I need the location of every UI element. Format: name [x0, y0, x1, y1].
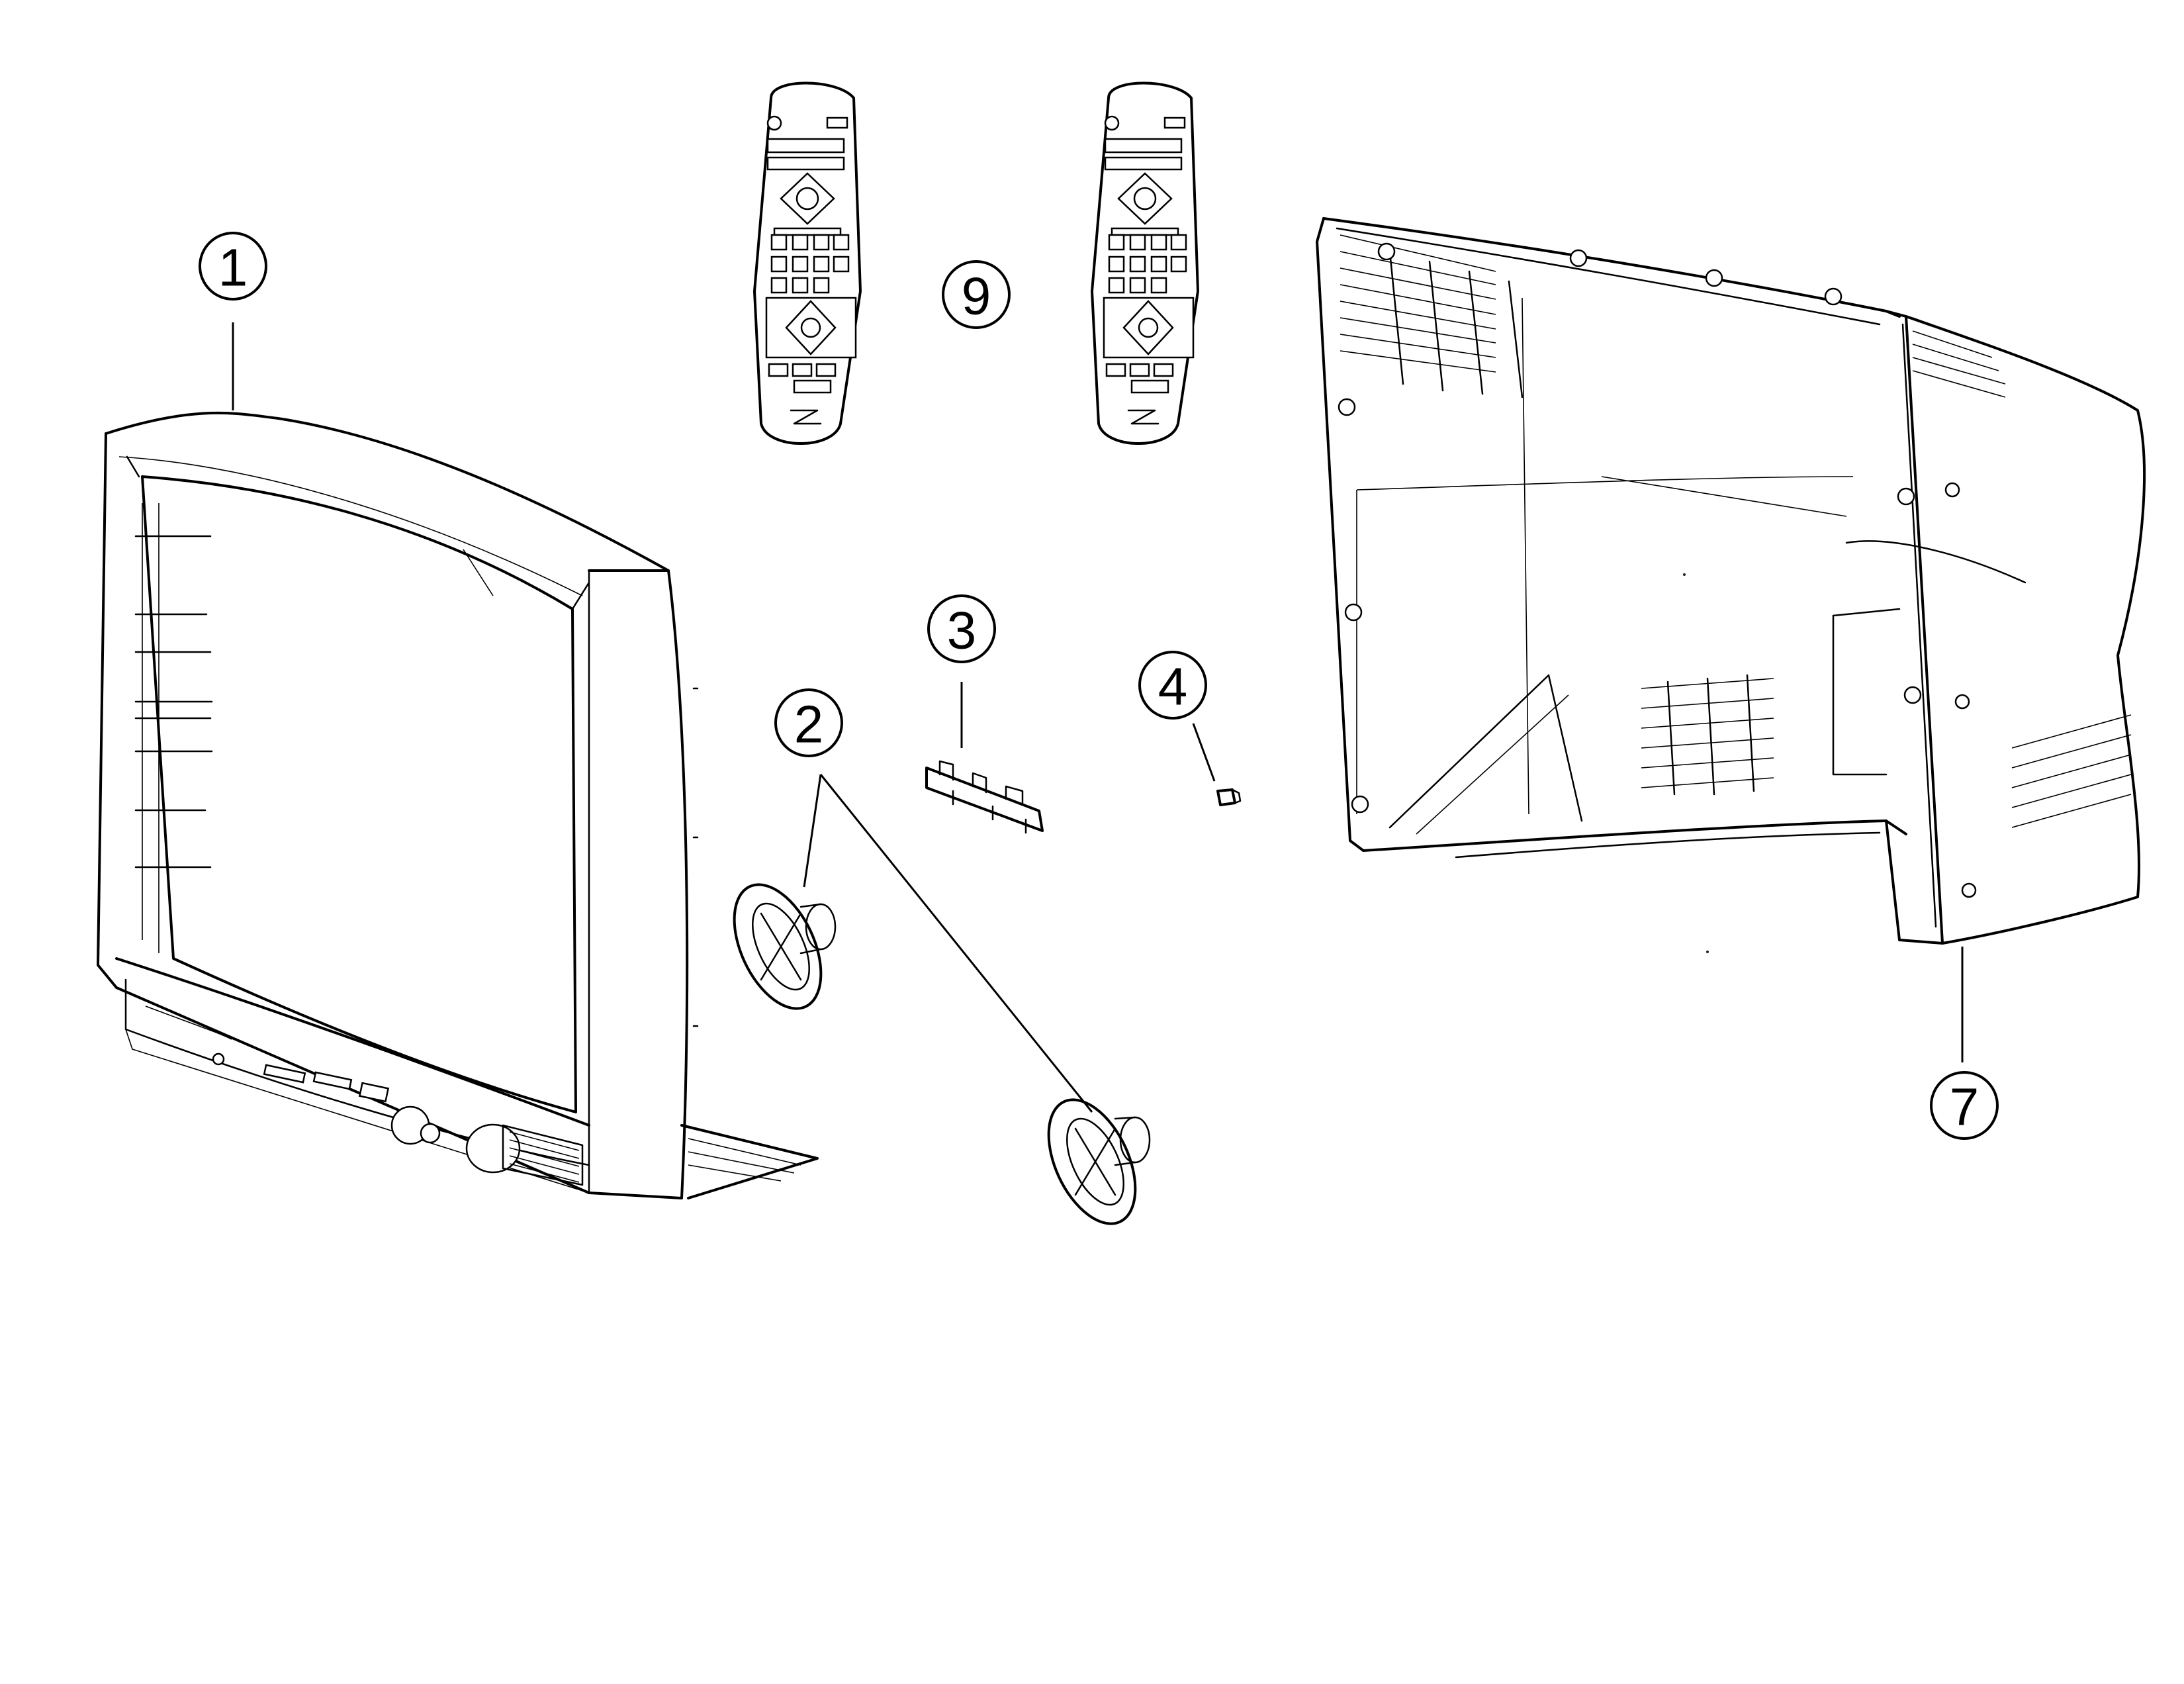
leader-lines: [232, 322, 1964, 1113]
back-vent-upper-icon: [1340, 234, 1524, 398]
speck: [1706, 951, 1709, 953]
callout-3: 3: [927, 594, 996, 663]
callout-1: 1: [199, 232, 267, 301]
callout-1-label: 1: [218, 238, 248, 297]
leader-2b: [819, 774, 1093, 1113]
remote-control-b: [1091, 81, 1199, 445]
callout-7: 7: [1930, 1071, 1999, 1140]
back-vent-lower-icon: [1641, 674, 1774, 796]
callout-2: 2: [774, 688, 843, 757]
callout-2-label: 2: [794, 695, 824, 754]
callout-3-label: 3: [947, 601, 977, 660]
speck: [1683, 573, 1686, 576]
callout-9-label: 9: [962, 267, 991, 326]
button-bracket-icon: [925, 760, 1044, 834]
small-button-knob-icon: [1216, 788, 1242, 806]
speaker-upper: [733, 883, 837, 1010]
callout-4: 4: [1138, 651, 1207, 720]
speaker-lower: [1047, 1098, 1151, 1225]
front-grille-icon: [502, 1124, 584, 1186]
front-cabinet-bezel-icon: [97, 411, 819, 1199]
leader-4: [1192, 723, 1216, 782]
remote-control-a: [753, 81, 862, 445]
leader-2a: [803, 774, 822, 888]
back-cabinet-icon: [1316, 217, 2146, 945]
callout-9: 9: [942, 260, 1011, 329]
callout-4-label: 4: [1158, 657, 1188, 716]
callout-7-label: 7: [1950, 1078, 1979, 1137]
remote-control-icon: [753, 81, 1199, 445]
oval-speaker-icon: [733, 883, 1151, 1225]
